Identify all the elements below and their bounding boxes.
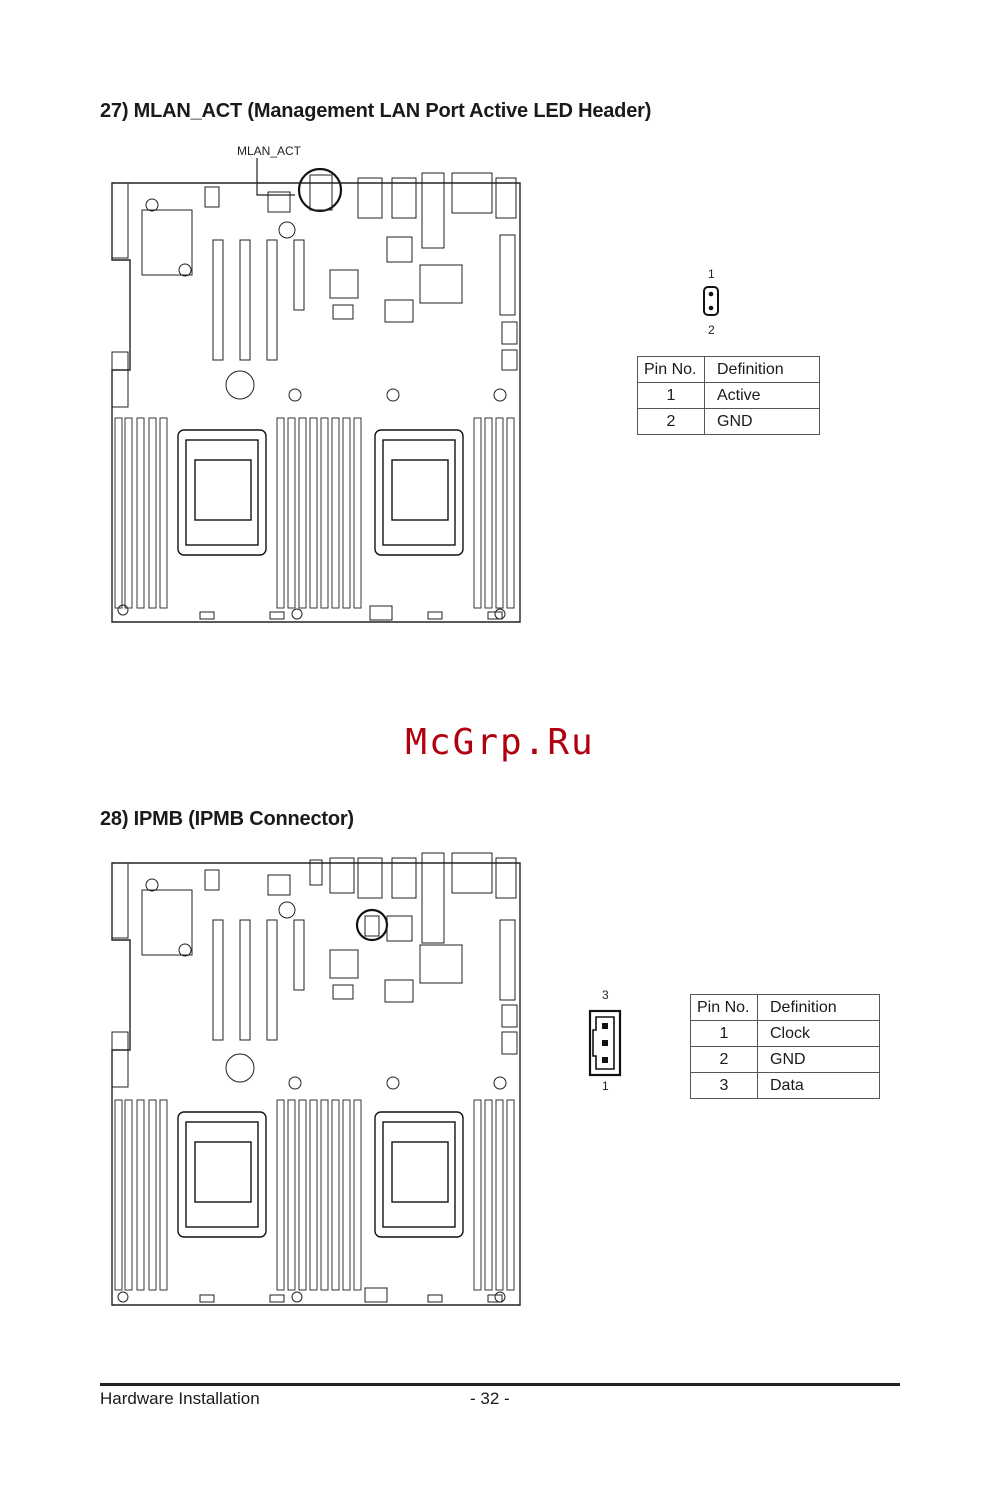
table-row: 2 GND: [637, 408, 820, 435]
pin-definition: Clock: [757, 1020, 880, 1047]
table-header-pin-no: Pin No.: [637, 356, 705, 383]
board-outline: [111, 862, 521, 1306]
ipmb-pin-1-label: 1: [602, 1079, 609, 1093]
mlan-act-pin-2-label: 2: [708, 323, 715, 337]
mlan-act-highlight-circle: [297, 167, 343, 213]
watermark: McGrp.Ru: [405, 722, 595, 763]
table-row: 3 Data: [690, 1072, 880, 1099]
page-number: - 32 -: [470, 1389, 510, 1408]
pin-definition: GND: [757, 1046, 880, 1073]
board-outline: [111, 182, 521, 623]
footer-section-title: Hardware Installation: [100, 1389, 260, 1408]
pin-number: 3: [690, 1072, 758, 1099]
motherboard-diagram-27: MLAN_ACT: [111, 144, 521, 623]
ipmb-pin-3-label: 3: [602, 988, 609, 1002]
mlan-act-pin-diagram: 1 2: [703, 267, 719, 337]
pin-number: 2: [690, 1046, 758, 1073]
table-header-definition: Definition: [704, 356, 820, 383]
pin-definition: Data: [757, 1072, 880, 1099]
pin-number: 2: [637, 408, 705, 435]
table-row: 1 Clock: [690, 1020, 880, 1047]
ipmb-pin-table: Pin No. Definition 1 Clock 2 GND 3 Data: [690, 994, 880, 1099]
pin-number: 1: [637, 382, 705, 409]
table-row: 1 Active: [637, 382, 820, 409]
motherboard-diagram-28: [111, 852, 521, 1306]
mlan-act-pin-1-label: 1: [708, 267, 715, 281]
mlan-act-pin-table: Pin No. Definition 1 Active 2 GND: [637, 356, 820, 435]
section-27-heading: 27) MLAN_ACT (Management LAN Port Active…: [100, 100, 652, 122]
table-row: 2 GND: [690, 1046, 880, 1073]
pin-definition: GND: [704, 408, 820, 435]
table-header-definition: Definition: [757, 994, 880, 1021]
cpu-socket-left: [177, 429, 267, 556]
table-header-pin-no: Pin No.: [690, 994, 758, 1021]
pin-definition: Active: [704, 382, 820, 409]
cpu-socket-right: [374, 1111, 464, 1238]
section-28-heading: 28) IPMB (IPMB Connector): [100, 808, 354, 830]
cpu-socket-right: [374, 429, 464, 556]
ipmb-pin-diagram: 3 1: [588, 988, 622, 1093]
cpu-socket-left: [177, 1111, 267, 1238]
mlan-act-callout-label: MLAN_ACT: [237, 144, 302, 158]
pin-number: 1: [690, 1020, 758, 1047]
footer-divider: [100, 1383, 900, 1386]
